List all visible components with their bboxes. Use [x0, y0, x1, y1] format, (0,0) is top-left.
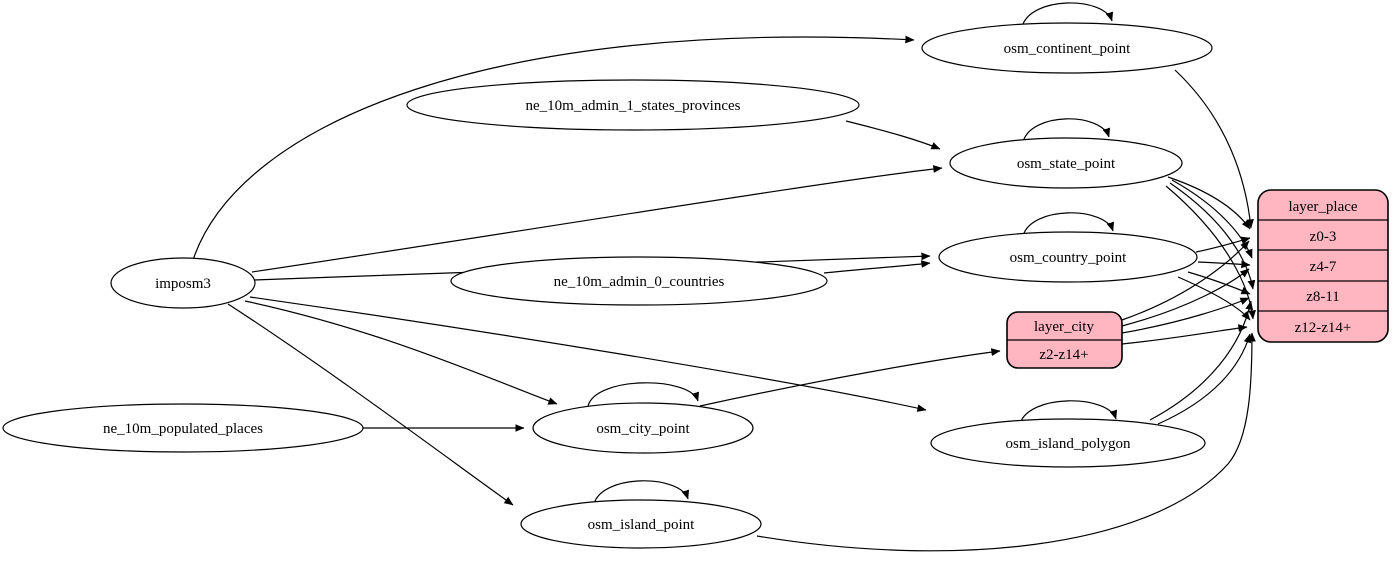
- edge-self-loop-osm_continent_point: [1021, 2, 1114, 28]
- edge-layer_city-layer_place-z12-z14: [1121, 324, 1248, 345]
- edge-osm_country_point-layer_place-z4-7: [1197, 260, 1251, 269]
- record-layer_place-row-z0-3: z0-3: [1310, 229, 1337, 245]
- node-osm_state_point-label: osm_state_point: [1017, 156, 1116, 172]
- node-ne_10m_admin_1_states_provinces-label: ne_10m_admin_1_states_provinces: [526, 98, 741, 114]
- node-imposm3-label: imposm3: [155, 276, 211, 292]
- node-osm_state_point: osm_state_point: [949, 137, 1183, 189]
- edge-osm_state_point-layer_place-z8-11: [1169, 182, 1256, 290]
- node-ne_10m_admin_0_countries: ne_10m_admin_0_countries: [450, 256, 828, 306]
- edge-imposm3-osm_continent_point: [192, 35, 915, 261]
- node-osm_island_polygon-ellipse: [930, 418, 1206, 468]
- node-osm_state_point-ellipse: [949, 137, 1183, 189]
- record-layer_place-row-z12-z14: z12-z14+: [1295, 320, 1352, 336]
- edge-self-loop-osm_island_polygon: [1019, 400, 1118, 425]
- edge-self-loop-osm_country_point: [1022, 212, 1115, 237]
- record-layer_place-title: layer_place: [1288, 199, 1357, 215]
- node-osm_continent_point: osm_continent_point: [921, 22, 1213, 74]
- node-osm_country_point-label: osm_country_point: [1010, 250, 1127, 266]
- edge-self-loop-osm_city_point: [587, 382, 700, 407]
- edge-layer_city-layer_place-z8-11: [1121, 297, 1250, 334]
- node-osm_island_point-ellipse: [520, 499, 762, 549]
- node-osm_city_point-ellipse: [532, 402, 754, 454]
- edge-osm_country_point-layer_place-z0-3: [1195, 236, 1251, 253]
- node-osm_city_point: osm_city_point: [532, 402, 754, 454]
- record-layer_place-row-z4-7: z4-7: [1310, 259, 1337, 275]
- edge-ne_10m_admin_0_countries-osm_country_point: [823, 260, 931, 274]
- edge-layer_city-layer_place-z0-3: [1121, 240, 1250, 321]
- record-layer_place-box: [1257, 189, 1389, 343]
- node-osm_island_polygon: osm_island_polygon: [930, 418, 1206, 468]
- record-layer_city-title: layer_city: [1034, 319, 1094, 335]
- node-imposm3-ellipse: [110, 257, 256, 309]
- edge-osm_island_polygon-layer_place-z12-z14: [1157, 333, 1252, 425]
- node-ne_10m_admin_0_countries-ellipse: [450, 256, 828, 306]
- edge-osm_state_point-layer_place-z0-3: [1167, 176, 1251, 230]
- node-osm_city_point-label: osm_city_point: [596, 421, 690, 437]
- record-layer_city-row-z2-z14: z2-z14+: [1039, 347, 1088, 363]
- edge-osm_island_polygon-layer_place-z8-11: [1149, 300, 1254, 421]
- node-osm_island_polygon-label: osm_island_polygon: [1005, 436, 1131, 452]
- record-layer_place: layer_place z0-3 z4-7 z8-11 z12-z14+: [1257, 189, 1389, 343]
- node-ne_10m_populated_places-ellipse: [2, 403, 364, 453]
- edge-osm_country_point-layer_place-z8-11: [1187, 271, 1251, 295]
- node-osm_country_point: osm_country_point: [938, 231, 1198, 283]
- node-osm_island_point-label: osm_island_point: [588, 517, 696, 533]
- node-osm_continent_point-label: osm_continent_point: [1004, 41, 1131, 57]
- node-ne_10m_admin_0_countries-label: ne_10m_admin_0_countries: [554, 274, 725, 290]
- node-osm_continent_point-ellipse: [921, 22, 1213, 74]
- record-layer_place-row-z8-11: z8-11: [1306, 289, 1340, 305]
- node-ne_10m_populated_places-label: ne_10m_populated_places: [103, 421, 263, 437]
- edge-osm_island_point-layer_place-z12-z14: [756, 332, 1256, 552]
- node-osm_country_point-ellipse: [938, 231, 1198, 283]
- edge-osm_state_point-layer_place-z4-7: [1171, 179, 1253, 259]
- edge-osm_continent_point-layer_place-z0-3: [1174, 69, 1254, 229]
- node-osm_island_point: osm_island_point: [520, 499, 762, 549]
- edges-layer: [192, 2, 1256, 552]
- node-ne_10m_admin_1_states_provinces: ne_10m_admin_1_states_provinces: [406, 79, 860, 131]
- edge-self-loop-osm_island_point: [593, 480, 690, 505]
- record-layer_city: layer_city z2-z14+: [1006, 311, 1123, 369]
- edge-imposm3-osm_island_point: [227, 303, 514, 506]
- edge-layer_city-layer_place-z4-7: [1121, 268, 1250, 327]
- edge-osm_country_point-layer_place-z12-z14: [1177, 276, 1251, 321]
- edge-ne_10m_admin_1_states_provinces-osm_state_point: [845, 120, 941, 150]
- edge-osm_city_point-layer_city: [699, 348, 1001, 407]
- edge-imposm3-osm_island_polygon: [249, 296, 927, 412]
- edge-imposm3-osm_city_point: [244, 300, 558, 405]
- edge-imposm3-osm_state_point: [251, 165, 943, 273]
- node-ne_10m_admin_1_states_provinces-ellipse: [406, 79, 860, 131]
- node-imposm3: imposm3: [110, 257, 256, 309]
- node-ne_10m_populated_places: ne_10m_populated_places: [2, 403, 364, 453]
- edge-self-loop-osm_state_point: [1022, 118, 1111, 143]
